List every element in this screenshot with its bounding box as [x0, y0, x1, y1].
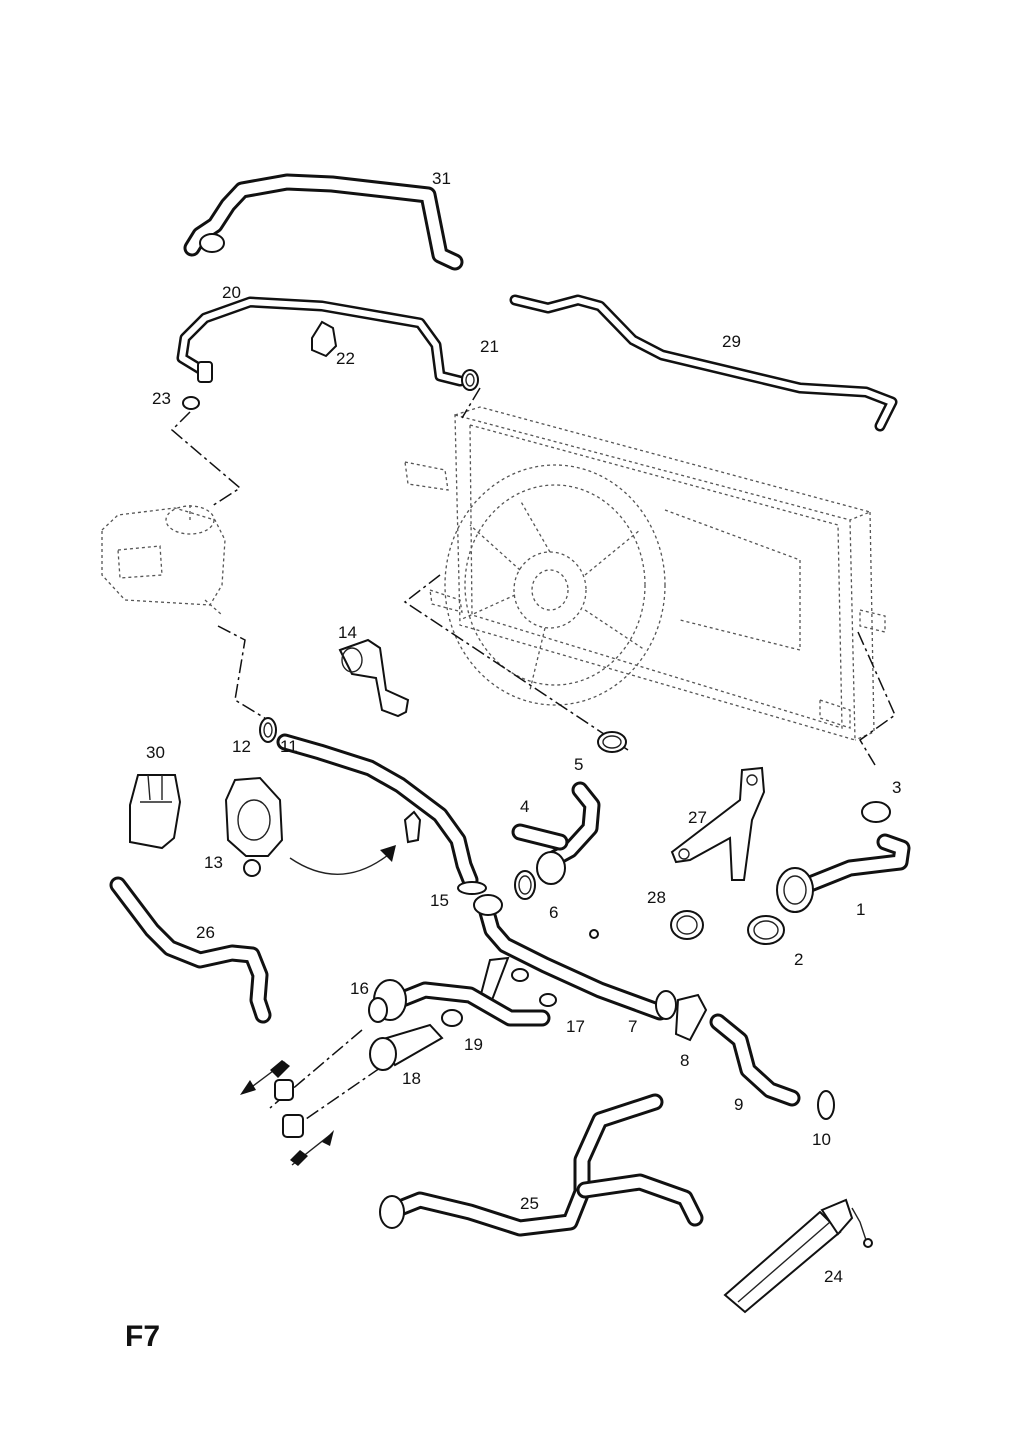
callout-13: 13 — [204, 853, 223, 872]
part-6-clamp — [514, 870, 536, 900]
part-9-hose — [709, 1013, 801, 1107]
callout-17: 17 — [566, 1017, 585, 1036]
part-18-fitting — [369, 1023, 444, 1071]
diagram-code: F7 — [125, 1320, 160, 1353]
callout-11: 11 — [280, 737, 298, 756]
callout-16: 16 — [350, 979, 369, 998]
part-29-hose — [509, 294, 898, 432]
callout-14: 14 — [338, 623, 357, 642]
part-27-bracket — [670, 766, 766, 881]
callout-2: 2 — [794, 950, 803, 969]
part-19-clamp — [441, 1009, 463, 1027]
part-4-hose — [511, 781, 601, 885]
part-23-clamp — [182, 396, 200, 410]
callout-9: 9 — [734, 1095, 743, 1114]
part-24-sensor — [723, 1198, 873, 1314]
part-20-hose — [176, 296, 466, 387]
callout-10: 10 — [812, 1130, 831, 1149]
callout-30: 30 — [146, 743, 165, 762]
part-22-clip — [311, 320, 338, 358]
small-bolt — [589, 929, 599, 939]
part-31-hose — [183, 173, 464, 271]
expansion-tank — [101, 505, 226, 616]
part-15-clamp — [457, 881, 487, 895]
callout-21: 21 — [480, 337, 499, 356]
assembly-arrow — [289, 810, 422, 875]
part-2-clamp — [747, 915, 785, 945]
part-10-clamp — [817, 1090, 835, 1120]
callout-4: 4 — [520, 797, 529, 816]
callout-7: 7 — [628, 1017, 637, 1036]
callout-28: 28 — [647, 888, 666, 907]
callout-3: 3 — [892, 778, 901, 797]
callout-19: 19 — [464, 1035, 483, 1054]
flow-arrows — [240, 1060, 334, 1166]
part-25-hose — [379, 1093, 704, 1237]
part-12-clamp — [259, 717, 277, 743]
part-11-hose — [276, 733, 479, 889]
callout-6: 6 — [549, 903, 558, 922]
part-3-clamp — [861, 801, 891, 823]
part-26-hose — [109, 876, 272, 1024]
callout-12: 12 — [232, 737, 251, 756]
callout-29: 29 — [722, 332, 741, 351]
callout-23: 23 — [152, 389, 171, 408]
callout-22: 22 — [336, 349, 355, 368]
callout-labels: 1 2 3 4 5 6 7 8 9 10 11 12 13 14 15 16 1… — [146, 169, 901, 1286]
callout-8: 8 — [680, 1051, 689, 1070]
part-13-bracket — [224, 776, 284, 877]
callout-20: 20 — [222, 283, 241, 302]
callout-24: 24 — [824, 1267, 843, 1286]
part-5-clamp — [597, 731, 627, 753]
radiator-fan-assembly — [404, 406, 886, 741]
part-1-hose — [776, 833, 911, 913]
callout-27: 27 — [688, 808, 707, 827]
callout-25: 25 — [520, 1194, 539, 1213]
part-21-clamp — [461, 369, 479, 391]
callout-1: 1 — [856, 900, 865, 919]
part-14-bracket — [338, 638, 410, 718]
part-16-hose — [368, 979, 551, 1027]
part-17-clamp — [539, 993, 557, 1007]
callout-18: 18 — [402, 1069, 421, 1088]
callout-26: 26 — [196, 923, 215, 942]
part-28-clamp — [670, 910, 704, 940]
part-7-pipe — [473, 894, 677, 1021]
part-8-clip — [674, 993, 708, 1042]
part-30-clip — [129, 774, 182, 850]
callout-31: 31 — [432, 169, 451, 188]
callout-15: 15 — [430, 891, 449, 910]
callout-5: 5 — [574, 755, 583, 774]
